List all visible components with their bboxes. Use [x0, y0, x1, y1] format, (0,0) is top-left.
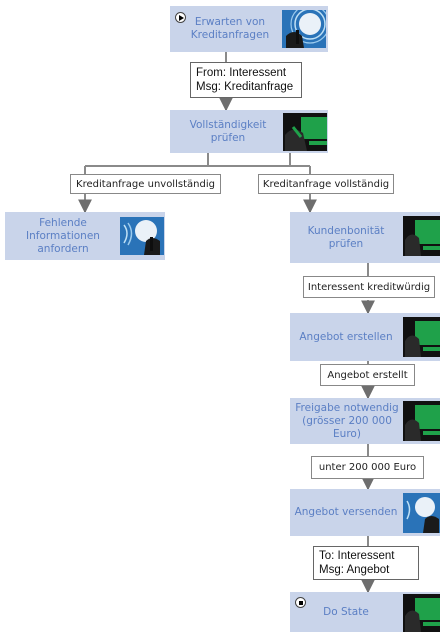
send-icon — [403, 493, 440, 533]
start-state-icon — [175, 12, 186, 23]
node-send-offer[interactable]: Angebot versenden — [290, 489, 440, 536]
condition-below-limit: unter 200 000 Euro — [311, 456, 424, 479]
condition-complete: Kreditanfrage vollständig — [258, 174, 394, 194]
node-check-credit[interactable]: Kundenbonität prüfen — [290, 212, 440, 263]
function-icon — [403, 594, 440, 632]
node-label: Kundenbonität prüfen — [307, 224, 385, 250]
message-to: To: Interessent — [319, 550, 395, 562]
message-incoming: From: Interessent Msg: Kreditanfrage — [190, 62, 302, 98]
node-create-offer[interactable]: Angebot erstellen — [290, 313, 440, 361]
function-icon — [403, 401, 440, 441]
node-check-completeness[interactable]: Vollständigkeit prüfen — [170, 110, 328, 153]
node-label: Vollständigkeit prüfen — [189, 118, 267, 144]
node-label: Do State — [323, 605, 369, 618]
condition-incomplete: Kreditanfrage unvollständig — [70, 174, 221, 194]
send-icon — [120, 217, 164, 255]
node-wait-for-requests[interactable]: Erwarten von Kreditanfragen — [170, 6, 328, 52]
node-label: Angebot versenden — [294, 506, 398, 518]
message-msg: Msg: Angebot — [319, 564, 390, 576]
node-label: Freigabe notwendig (grösser 200 000 Euro… — [295, 401, 399, 440]
condition-creditworthy: Interessent kreditwürdig — [303, 276, 435, 298]
condition-offer-created: Angebot erstellt — [320, 364, 415, 386]
function-icon — [403, 317, 440, 357]
node-label: Angebot erstellen — [299, 330, 393, 343]
receive-icon — [282, 10, 326, 48]
node-do-state[interactable]: Do State — [290, 592, 440, 632]
function-icon — [403, 216, 440, 256]
message-from: From: Interessent — [196, 67, 287, 79]
function-icon — [283, 113, 327, 151]
node-request-missing-info[interactable]: Fehlende Informationen anfordern — [5, 212, 165, 260]
end-state-icon — [295, 597, 306, 608]
node-label: Erwarten von Kreditanfragen — [190, 16, 270, 41]
node-approval-required[interactable]: Freigabe notwendig (grösser 200 000 Euro… — [290, 398, 440, 444]
node-label: Fehlende Informationen anfordern — [26, 216, 100, 255]
message-msg: Msg: Kreditanfrage — [196, 81, 294, 93]
message-outgoing: To: Interessent Msg: Angebot — [313, 546, 419, 580]
